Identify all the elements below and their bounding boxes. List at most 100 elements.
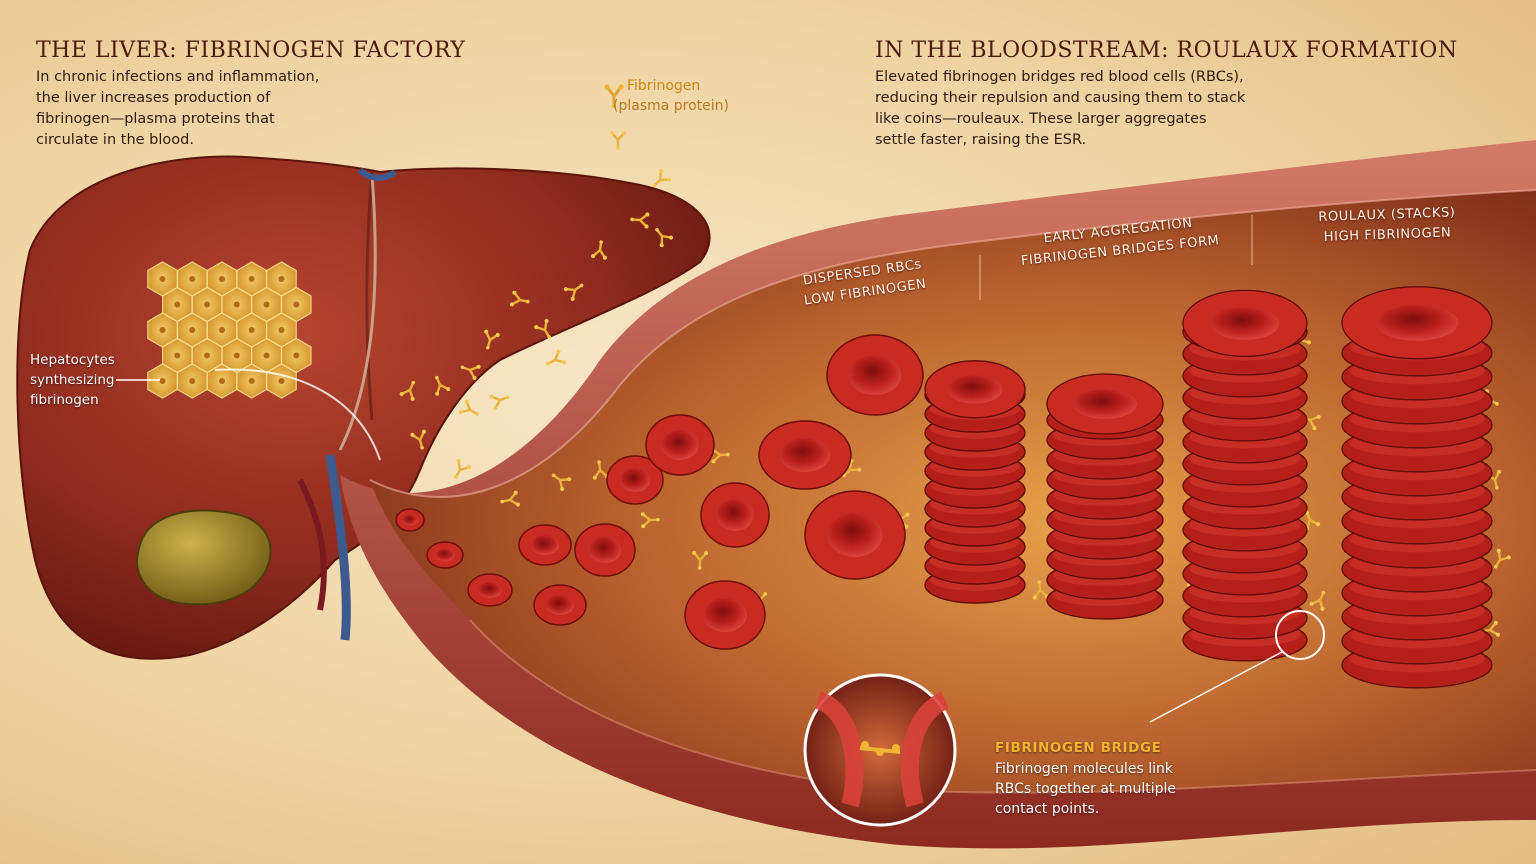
hepatocyte-nucleus [159,276,166,282]
bloodstream-description-line: reducing their repulsion and causing the… [875,90,1246,106]
rbc-stack [1341,286,1493,689]
fibrinogen-molecule [640,512,660,529]
red-blood-cell [758,420,852,490]
bridge-description-line: Fibrinogen molecules link [995,761,1174,777]
bloodstream-description-line: Elevated fibrinogen bridges red blood ce… [875,69,1244,85]
hepatocyte-nucleus [248,327,255,333]
hepatocyte-nucleus [263,352,270,359]
hepatocyte-nucleus [248,276,255,282]
hepatocyte-nucleus [189,276,196,282]
bloodstream-description-line: settle faster, raising the ESR. [875,132,1087,148]
bloodstream-section-title: IN THE BLOODSTREAM: ROULAUX FORMATION [875,38,1458,63]
red-blood-cell [700,482,770,548]
stack-top-rbc [1182,289,1308,358]
hepatocyte-nucleus [204,301,211,308]
stack-top-rbc [1341,286,1493,360]
fibrinogen-molecule [489,394,510,410]
hepatocyte-nucleus [219,378,225,384]
hepatocyte-nucleus [293,352,300,359]
hepatocyte-nucleus [293,301,300,308]
fibrinogen-molecule [435,375,451,396]
red-blood-cell [533,584,587,626]
liver-section-description: In chronic infections and inflammation, … [36,67,319,151]
hepatocyte-label: Hepatocytes synthesizing fibrinogen [30,350,115,410]
hepatocyte-nucleus [233,352,240,359]
fibrinogen-molecule [610,131,626,150]
hepatocyte-nucleus [278,327,285,333]
zoom-leader-line [1149,651,1283,723]
stack-top-rbc [1046,373,1164,435]
fibrinogen-molecule [453,458,471,479]
fibrinogen-molecule [534,318,551,339]
hepatocyte-label-line: fibrinogen [30,392,99,408]
fibrinogen-molecule [459,399,479,416]
red-blood-cell [518,524,572,566]
fibrinogen-molecule [484,329,500,350]
red-blood-cell [426,541,464,569]
stage-label-rouleaux: ROULAUX (STACKS) HIGH FIBRINOGEN [1318,203,1457,248]
red-blood-cell [804,490,906,580]
fibrinogen-legend-sublabel: (plasma protein) [613,98,730,114]
red-blood-cell [395,508,425,532]
hepatocyte-nucleus [219,276,225,282]
fibrinogen-molecule-icon [604,84,624,108]
hepatocyte-nucleus [248,378,255,384]
hepatocyte-nucleus [174,301,181,308]
hepatocyte-nucleus [174,352,181,359]
fibrinogen-molecule [655,227,674,248]
stack-top-rbc [924,360,1026,419]
bridge-description-line: RBCs together at multiple [995,781,1177,797]
zoom-target-circle [1275,610,1325,660]
red-blood-cell [606,455,664,505]
fibrinogen-legend-label: Fibrinogen [627,78,701,94]
red-blood-cell [826,334,924,416]
liver-description-line: In chronic infections and inflammation, [36,69,320,85]
fibrinogen-molecule [460,364,481,381]
dispersed-rbcs [395,334,924,650]
hepatocyte-cluster [147,261,312,399]
fibrinogen-molecule [1493,548,1511,569]
hepatocyte-label-line: synthesizing [30,372,115,388]
bloodstream-section-description: Elevated fibrinogen bridges red blood ce… [875,67,1245,151]
hepatocyte-nucleus [278,378,285,384]
bridge-description-line: contact points. [995,801,1100,817]
red-blood-cell [467,573,513,607]
fibrinogen-molecule [842,458,862,478]
hepatocyte-nucleus [189,378,196,384]
fibrinogen-molecule [692,550,709,570]
hepatocyte-nucleus [263,301,270,308]
gallbladder [136,509,272,606]
fibrinogen-molecule [500,490,521,507]
fibrinogen-bridge-description: Fibrinogen molecules link RBCs together … [995,759,1176,819]
hepatocyte-nucleus [278,276,285,282]
fibrinogen-molecule [1309,590,1326,611]
rbc-stack [924,360,1026,604]
fibrinogen-bridge-inset [803,673,957,827]
fibrinogen-bridge-title: FIBRINOGEN BRIDGE [995,740,1162,756]
fibrinogen-molecule [1032,580,1049,600]
rbc-stack [1182,289,1308,662]
rouleaux-stacks [924,286,1493,689]
liver-description-line: fibrinogen—plasma proteins that [36,111,275,127]
fibrinogen-molecule [410,429,426,450]
fibrinogen-molecule [551,473,572,491]
fibrinogen-molecule [630,212,650,229]
hepatocyte-nucleus [189,327,196,333]
fibrinogen-molecule [399,380,416,401]
liver-description-line: the liver increases production of [36,90,271,106]
hepatocyte-nucleus [159,327,166,333]
bloodstream-description-line: like coins—rouleaux. These larger aggreg… [875,111,1207,127]
hepatocyte-label-line: Hepatocytes [30,352,115,368]
fibrinogen-molecule [546,349,566,366]
red-blood-cell [684,580,766,650]
hepatocyte-nucleus [159,378,166,384]
fibrinogen-molecule [509,290,530,307]
fibrinogen-molecule [591,240,607,260]
fibrinogen-molecule [652,168,672,188]
hepatocyte-nucleus [219,327,225,333]
hepatocyte-nucleus [204,352,211,359]
red-blood-cell [645,414,715,476]
rbc-stack [1046,373,1164,620]
liver-section-title: THE LIVER: FIBRINOGEN FACTORY [36,38,466,63]
